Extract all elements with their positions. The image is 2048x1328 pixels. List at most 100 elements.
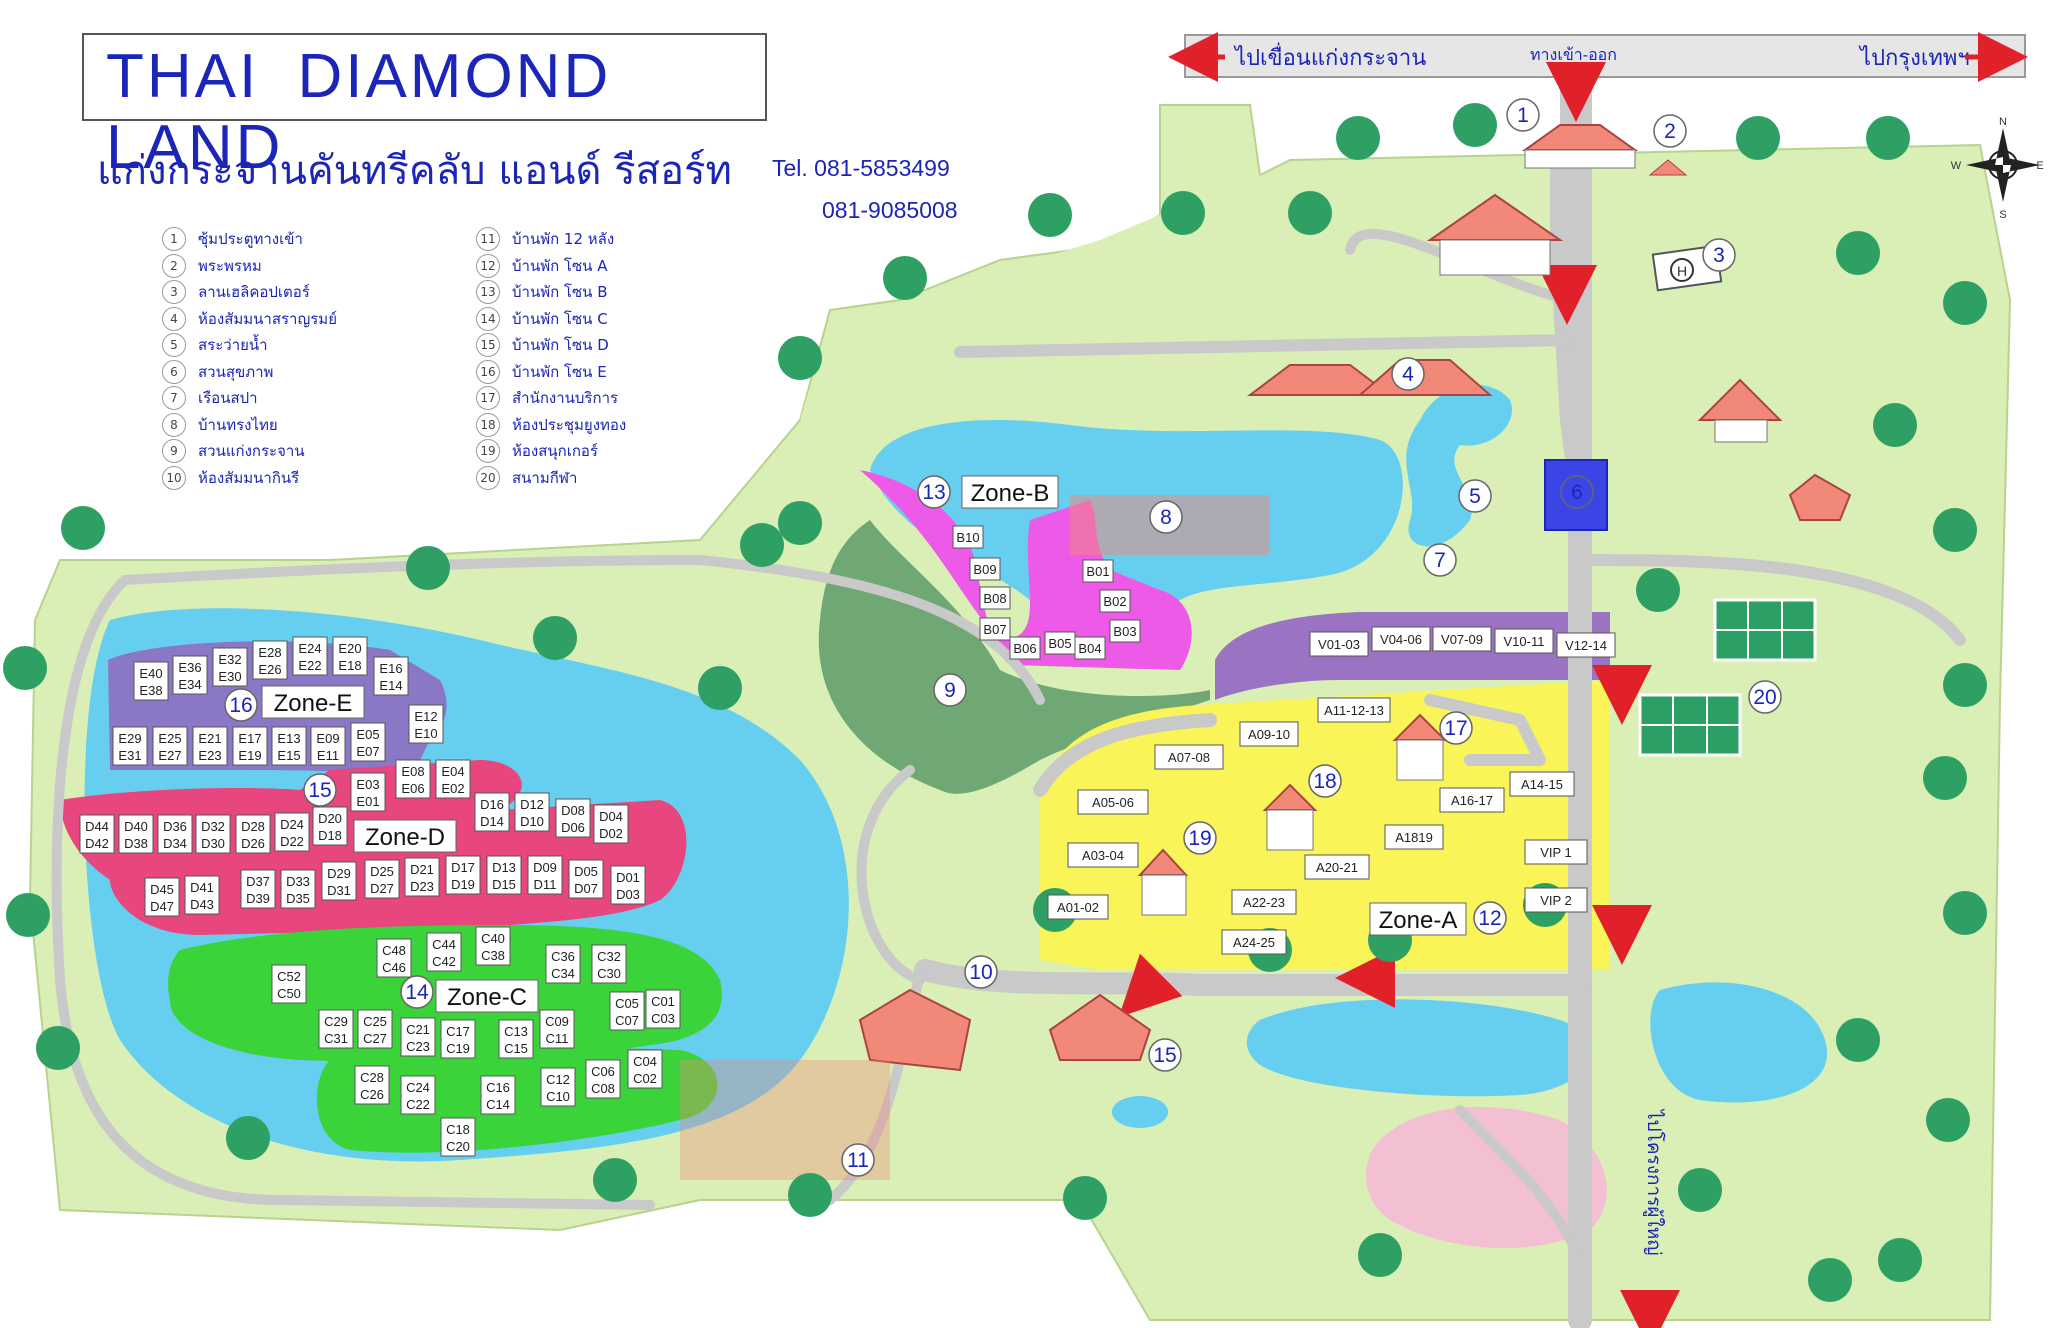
zone-a-unit[interactable]: A09-10 [1239, 721, 1299, 747]
zone-b-unit[interactable]: B09 [969, 557, 1001, 581]
location-marker-13[interactable]: 13 [917, 475, 951, 509]
zone-b-unit[interactable]: B01 [1082, 559, 1114, 583]
zone-a-unit[interactable]: A24-25 [1221, 929, 1287, 955]
zone-a-unit[interactable]: VIP 1 [1524, 839, 1588, 865]
location-marker-18[interactable]: 18 [1308, 764, 1342, 798]
location-marker-11[interactable]: 11 [841, 1143, 875, 1177]
location-marker-15[interactable]: 15 [303, 773, 337, 807]
location-marker-3[interactable]: 3 [1702, 238, 1736, 272]
zone-a-unit[interactable]: VIP 2 [1524, 887, 1588, 913]
zone-a-unit[interactable]: A14-15 [1509, 771, 1575, 797]
zone-b-unit[interactable]: B06 [1009, 636, 1041, 660]
zone-b-unit[interactable]: B04 [1074, 636, 1106, 660]
villa-v01-03[interactable]: V01-03 [1309, 631, 1369, 657]
location-marker-15[interactable]: 15 [1148, 1038, 1182, 1072]
zone-a-unit[interactable]: A07-08 [1154, 744, 1224, 770]
location-marker-16[interactable]: 16 [224, 688, 258, 722]
villa-v07-09[interactable]: V07-09 [1432, 626, 1492, 652]
zone-b-unit[interactable]: B08 [979, 586, 1011, 610]
location-marker-6[interactable]: 6 [1560, 475, 1594, 509]
location-marker-2[interactable]: 2 [1653, 114, 1687, 148]
zone-a-unit[interactable]: A03-04 [1067, 842, 1139, 868]
location-marker-5[interactable]: 5 [1458, 479, 1492, 513]
zone-a-unit[interactable]: A11-12-13 [1317, 697, 1391, 723]
location-marker-10[interactable]: 10 [964, 955, 998, 989]
zone-b-unit[interactable]: B05 [1044, 631, 1076, 655]
location-marker-19[interactable]: 19 [1183, 821, 1217, 855]
location-marker-1[interactable]: 1 [1506, 98, 1540, 132]
villa-v10-11[interactable]: V10-11 [1494, 628, 1554, 654]
zone-a-unit[interactable]: A1819 [1384, 824, 1444, 850]
zone-a-unit[interactable]: A22-23 [1231, 889, 1297, 915]
zone-b-unit[interactable]: B03 [1109, 619, 1141, 643]
villa-v12-14[interactable]: V12-14 [1556, 632, 1616, 658]
location-marker-7[interactable]: 7 [1423, 543, 1457, 577]
zone-b-unit[interactable]: B02 [1099, 589, 1131, 613]
zone-a-unit[interactable]: A16-17 [1439, 787, 1505, 813]
zone-b-unit[interactable]: B10 [952, 525, 984, 549]
zone-b-unit[interactable]: B07 [979, 617, 1011, 641]
location-marker-12[interactable]: 12 [1473, 901, 1507, 935]
zone-a-unit[interactable]: A20-21 [1304, 854, 1370, 880]
location-marker-14[interactable]: 14 [400, 975, 434, 1009]
